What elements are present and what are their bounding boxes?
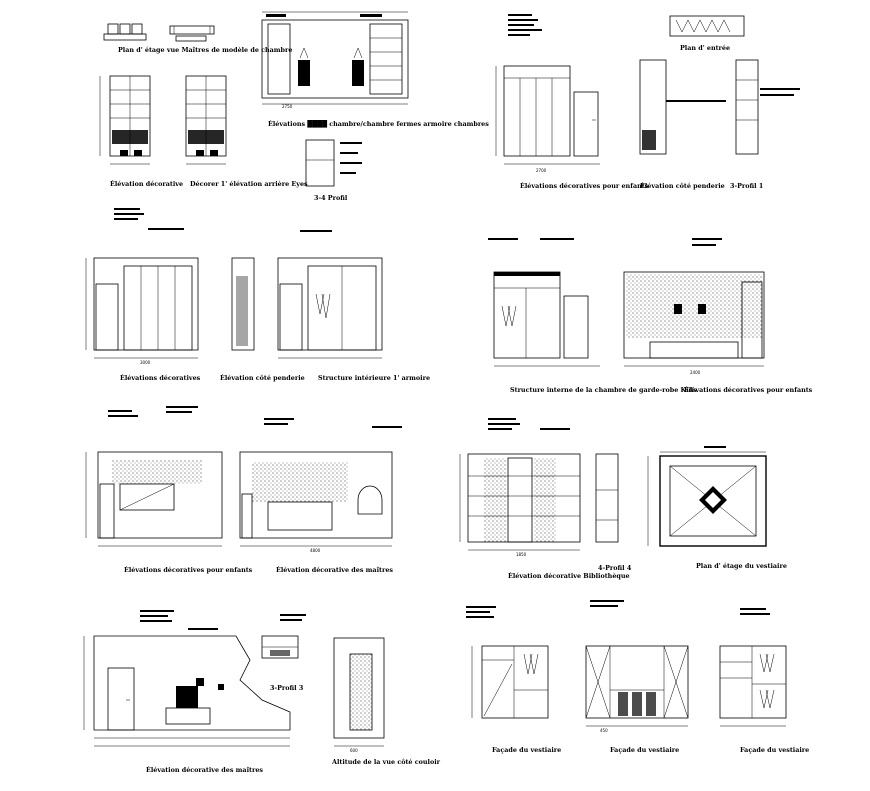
panel-middle-left: Élévations décoratives Élévation côté pe…: [85, 208, 430, 382]
panel-top-left: Plan d' étage vue Maîtres de modèle de c…: [99, 11, 489, 202]
dim-label: 2700: [536, 168, 547, 173]
altitude-corridor: [333, 637, 385, 747]
caption-elev-children-2: Élévations décoratives pour enfants: [684, 385, 813, 394]
notes-bottom-right: [466, 600, 770, 618]
facade-cloak-2: [585, 645, 689, 727]
facade-cloak-1: [471, 645, 549, 719]
profile-3-small: [261, 635, 299, 659]
caption-elev-decorative-men: Élévation décorative des maîtres: [276, 565, 393, 574]
caption-elev-children-1: Élévations décoratives pour enfants: [520, 181, 649, 190]
elev-children-1: [495, 65, 600, 165]
caption-profile-3-small: 3-Profil 3: [270, 684, 304, 692]
notes-mid-left: [114, 208, 332, 232]
dim-label: 3000: [140, 360, 151, 365]
caption-facade-cloak-1: Façade du vestiaire: [492, 746, 561, 754]
plan-sitting-room-icons: [103, 23, 215, 42]
elev-children-3: [85, 451, 223, 547]
dim-label: 2400: [690, 370, 701, 375]
dim-label: 4800: [310, 548, 321, 553]
notes-lower-right: [488, 418, 726, 448]
caption-structure-internal: Structure intérieure 1' armoire: [318, 374, 430, 382]
dim-label: 450: [600, 728, 608, 733]
caption-elev-children-3: Élévations décoratives pour enfants: [124, 565, 253, 574]
caption-elev-decorative-2: Élévations décoratives: [120, 373, 201, 382]
panel-lower-right: Élévation décorative Bibliothèque 4-Prof…: [459, 418, 787, 580]
panel-bottom-right: Façade du vestiaire Façade du vestiaire: [466, 600, 809, 754]
caption-elev-decorative-men-2: Élévation décorative des maîtres: [146, 765, 263, 774]
plan-cloakroom: [647, 451, 767, 547]
panel-bottom-left: Élévation décorative des maîtres 3-Profi…: [83, 610, 441, 774]
caption-plan-cloakroom: Plan d' étage du vestiaire: [696, 562, 787, 570]
caption-profile-3-4: 3-4 Profil: [314, 194, 348, 202]
panel-top-right: Plan d' entrée Élévations décoratives po…: [495, 14, 800, 190]
elev-decor-side: [185, 75, 227, 165]
elev-decorative-men: [239, 451, 393, 547]
dim-label: 600: [350, 748, 358, 753]
caption-decor-side: Décorer 1' élévation arrière Eyes: [190, 180, 308, 188]
elev-decorative-1: [99, 75, 151, 165]
caption-facade-cloak-2: Façade du vestiaire: [610, 746, 679, 754]
caption-elev-master-1: Élévations ████ chambre/chambre fermes a…: [268, 119, 489, 128]
caption-structure-internal-kids: Structure interne de la chambre de garde…: [510, 386, 697, 394]
caption-elev-side-wardrobe-1: Élévation côté penderie: [640, 181, 725, 190]
panel-middle-right: Structure interne de la chambre de garde…: [488, 238, 813, 394]
caption-altitude-corridor: Altitude de la vue côté couloir: [331, 758, 441, 766]
elev-decorative-2: [85, 257, 199, 359]
caption-elev-side-wardrobe-2: Élévation côté penderie: [220, 373, 305, 382]
elev-decorative-men-2: [83, 635, 291, 747]
plan-floor-right: [669, 15, 745, 37]
caption-plan-sitting-room: Plan d' étage vue Maîtres de modèle de c…: [118, 46, 292, 54]
caption-elev-decorative-1: Élévation décorative: [110, 179, 183, 188]
profile-3-4: [305, 139, 362, 187]
elev-master-bedroom-1: [261, 11, 409, 105]
structure-internal: [277, 257, 383, 359]
caption-elev-library: Élévation décorative Bibliothèque: [508, 571, 630, 580]
caption-facade-cloak-3: Façade du vestiaire: [740, 746, 809, 754]
dim-label: 1850: [516, 552, 527, 557]
notes-mid-right: [488, 238, 722, 246]
structure-internal-kids: [493, 271, 600, 367]
notes-bottom-left: [140, 610, 306, 630]
dim-label: 2750: [282, 104, 293, 109]
caption-profile-3-right: 3-Profil 1: [730, 182, 763, 190]
notes-lower-left: [108, 406, 402, 428]
caption-profile-4: 4-Profil 4: [598, 564, 632, 572]
notes-top-right: [508, 14, 542, 36]
panel-lower-left: Élévations décoratives pour enfants Élév…: [85, 406, 402, 574]
elev-side-wardrobe-2: [231, 257, 255, 351]
elev-library: [459, 453, 581, 551]
elev-side-wardrobe-1: [639, 59, 800, 155]
elev-children-2: [623, 271, 765, 367]
caption-plan-floor-right: Plan d' entrée: [680, 44, 730, 52]
profile-4-drawing: [595, 453, 619, 543]
facade-cloak-3: [719, 645, 787, 727]
